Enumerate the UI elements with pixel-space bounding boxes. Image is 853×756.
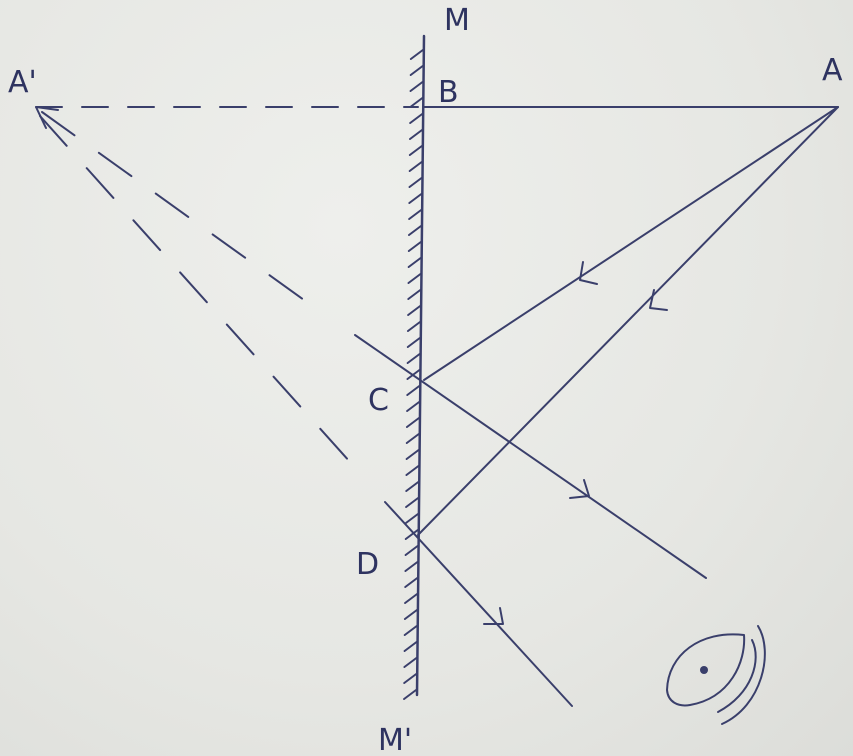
- label-B: B: [438, 75, 459, 110]
- mirror-hatch: [404, 545, 419, 556]
- mirror-hatch: [404, 561, 419, 572]
- mirror-hatch: [404, 593, 419, 604]
- arrow-reflected-D: [483, 607, 504, 625]
- mirror-hatch: [409, 49, 424, 60]
- mirror-hatch: [409, 81, 424, 92]
- mirror-hatch: [405, 449, 420, 460]
- mirror-hatch: [405, 465, 420, 476]
- mirror-hatch: [405, 417, 420, 428]
- label-M-prime: M': [378, 723, 412, 756]
- eye-icon: [666, 625, 766, 725]
- mirror-hatch: [403, 657, 418, 668]
- incident-ray-AC: [423, 106, 839, 381]
- mirror-hatch: [405, 497, 420, 508]
- mirror-hatch: [408, 177, 423, 188]
- mirror-hatch: [405, 433, 420, 444]
- virtual-ray-C: [41, 111, 319, 311]
- mirror-hatch: [403, 641, 418, 652]
- mirror-hatch: [408, 209, 423, 220]
- mirror-hatch: [404, 513, 419, 524]
- mirror-hatch: [409, 113, 424, 124]
- incident-ray-AD: [417, 106, 839, 536]
- mirror-hatch: [409, 97, 424, 108]
- label-D: D: [356, 547, 379, 582]
- mirror-line: [415, 34, 426, 697]
- mirror-hatch: [407, 273, 422, 284]
- mirror-hatch: [407, 305, 422, 316]
- mirror-hatch: [407, 289, 422, 300]
- mirror-hatch: [408, 161, 423, 172]
- mirror-hatch: [409, 129, 424, 140]
- label-A: A: [822, 53, 843, 88]
- mirror-hatch: [407, 225, 422, 236]
- mirror-hatch: [406, 385, 421, 396]
- arrow-reflected-C: [569, 479, 590, 499]
- mirror-hatch: [405, 481, 420, 492]
- mirror-hatch: [403, 625, 418, 636]
- virtual-ray-D: [39, 115, 351, 463]
- mirror-hatch: [406, 353, 421, 364]
- mirror-hatch: [407, 257, 422, 268]
- arrow-incident-AC: [579, 261, 598, 285]
- mirror-hatch: [404, 577, 419, 588]
- reflected-ray-C: [354, 334, 707, 579]
- label-C: C: [368, 383, 389, 418]
- arrow-incident-AD: [649, 289, 668, 311]
- label-A-prime: A': [8, 65, 37, 100]
- mirror-hatch: [407, 241, 422, 252]
- mirror-hatch: [403, 673, 418, 684]
- mirror-hatch: [406, 337, 421, 348]
- mirror-hatch: [406, 401, 421, 412]
- label-M: M: [444, 3, 470, 38]
- mirror-hatch: [406, 321, 421, 332]
- mirror-hatch: [408, 145, 423, 156]
- eye-pupil: [700, 666, 708, 674]
- mirror-hatch: [403, 609, 418, 620]
- mirror-hatch: [409, 65, 424, 76]
- mirror-hatch: [404, 529, 419, 540]
- mirror-hatching: [403, 49, 424, 700]
- mirror-hatch: [408, 193, 423, 204]
- reflected-ray-D: [384, 501, 573, 707]
- mirror-hatch: [403, 689, 418, 700]
- image-arrowhead: [35, 106, 59, 129]
- plane-mirror: [403, 34, 426, 700]
